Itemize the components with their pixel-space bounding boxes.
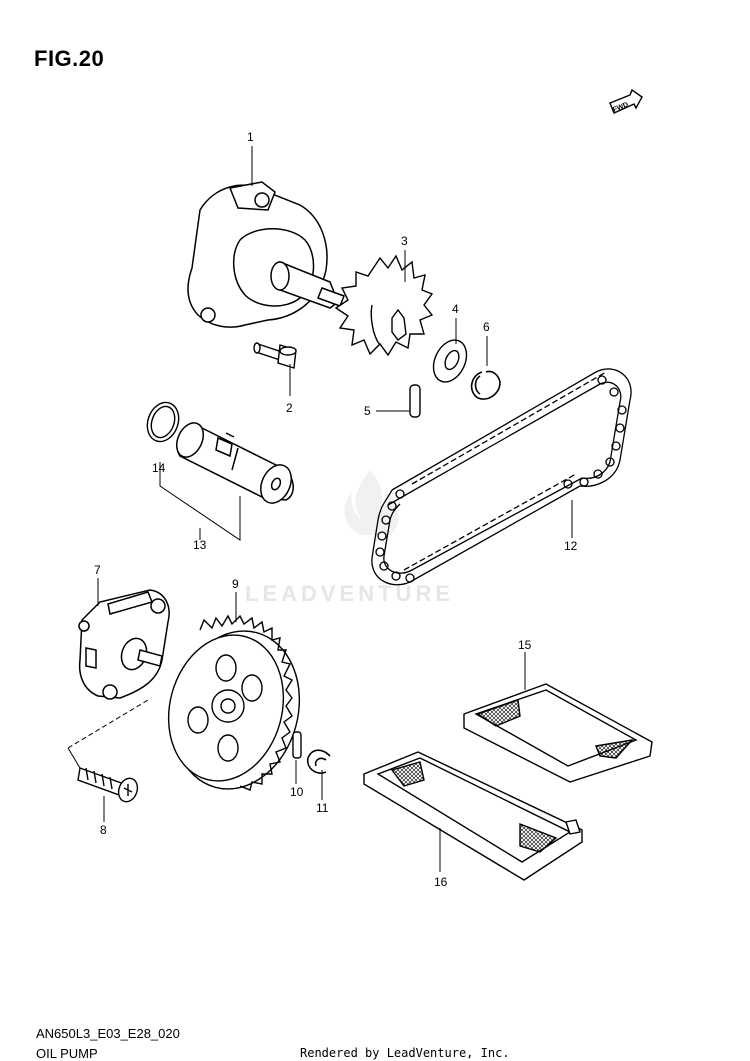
callout-16: 16 <box>434 875 448 889</box>
callout-11: 11 <box>316 801 329 815</box>
callout-3: 3 <box>401 234 408 248</box>
part-4-washer <box>432 339 468 383</box>
watermark-logo <box>344 470 400 535</box>
part-6-circlip <box>470 370 501 400</box>
part-14-o-ring <box>146 401 180 443</box>
callout-13: 13 <box>193 538 207 552</box>
part-3-sprocket <box>334 254 434 357</box>
part-7-pump-cover <box>78 589 170 700</box>
figure-title: FIG.20 <box>34 46 105 71</box>
callout-6: 6 <box>483 320 490 334</box>
callout-2: 2 <box>286 401 293 415</box>
callout-8: 8 <box>100 823 107 837</box>
watermark-text: LEADVENTURE <box>245 581 455 606</box>
part-8-screw <box>77 767 139 803</box>
render-credit: Rendered by LeadVenture, Inc. <box>300 1046 510 1060</box>
part-10-pin <box>292 731 302 759</box>
diagram-name: OIL PUMP <box>36 1046 98 1061</box>
callout-numbers: 1 2 3 4 5 6 7 8 9 10 11 12 13 14 15 16 <box>94 130 578 889</box>
part-12-chain <box>371 368 632 586</box>
callout-10: 10 <box>290 785 304 799</box>
part-5-pin <box>409 384 421 418</box>
leader-lines <box>67 146 573 872</box>
callout-15: 15 <box>518 638 532 652</box>
callout-7: 7 <box>94 563 101 577</box>
part-13-rotor <box>175 422 294 504</box>
part-15-filter <box>463 683 653 783</box>
part-9-gear <box>167 614 301 791</box>
callout-12: 12 <box>564 539 578 553</box>
callout-14: 14 <box>152 461 166 475</box>
callout-5: 5 <box>364 404 371 418</box>
part-1-pump-housing <box>187 181 345 328</box>
part-11-e-clip <box>306 749 331 774</box>
fwd-arrow-icon: FWD <box>609 88 643 114</box>
part-2-bolt <box>253 342 297 369</box>
diagram-code: AN650L3_E03_E28_020 <box>36 1026 180 1041</box>
part-16-strainer <box>363 751 583 881</box>
callout-4: 4 <box>452 302 459 316</box>
callout-9: 9 <box>232 577 239 591</box>
callout-1: 1 <box>247 130 254 144</box>
